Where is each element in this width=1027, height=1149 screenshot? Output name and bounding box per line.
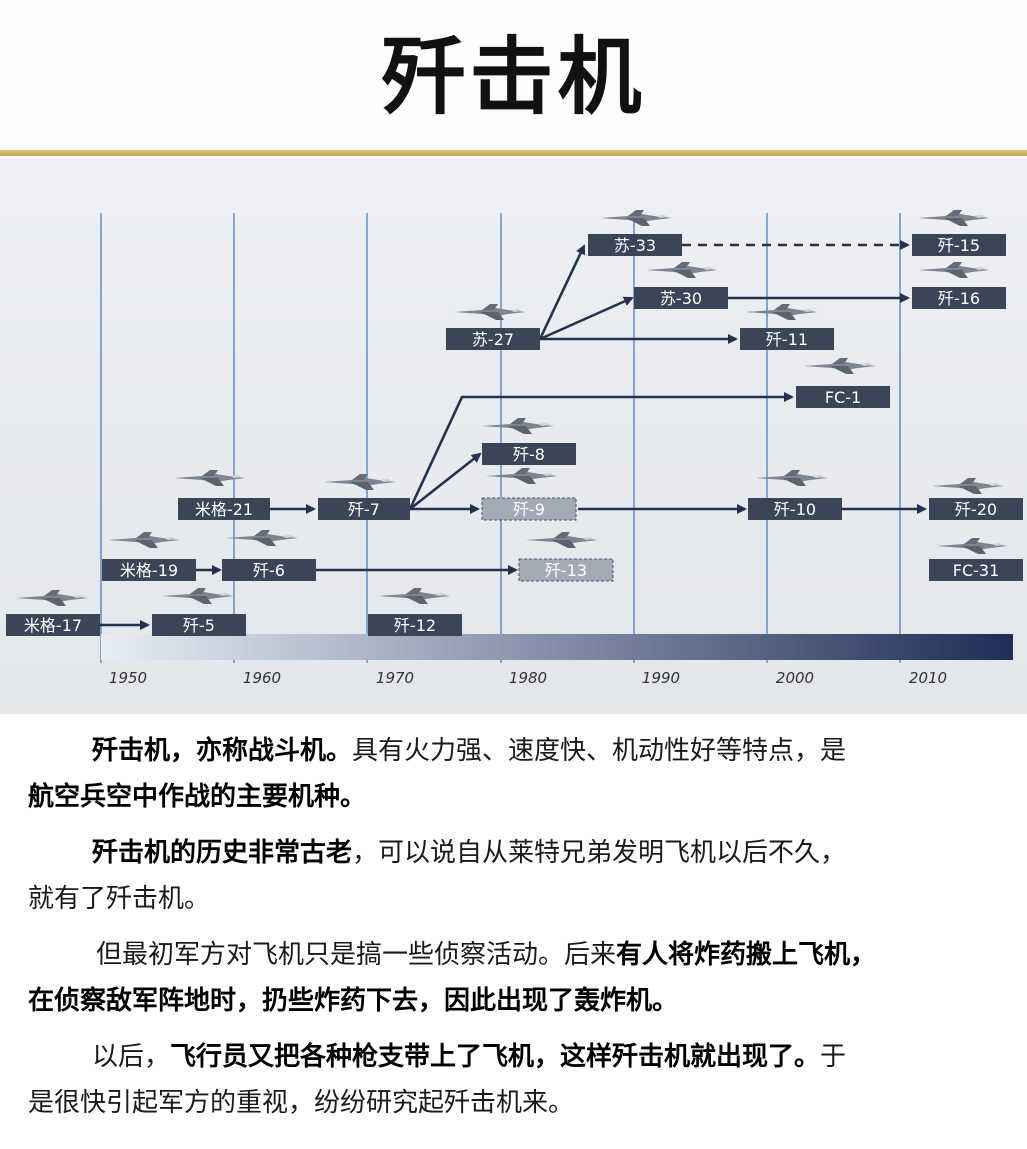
- arrow-su27-su30: [539, 296, 634, 341]
- timeline-diagram: 1950 1960 1970 1980 1990 2000 2010: [0, 158, 1027, 714]
- label-box-mig21: [178, 498, 270, 520]
- label-su27: 苏-27: [472, 330, 514, 349]
- j8-image: [482, 418, 554, 434]
- paragraph-3: 但最初军方对飞机只是搞一些侦察活动。后来有人将炸药搬上飞机， 在侦察敌军阵地时，…: [28, 932, 1000, 1024]
- label-j9: 歼-9: [513, 500, 545, 519]
- arrow-j7-fc1: [408, 392, 794, 510]
- time-bar: [101, 634, 1013, 660]
- label-box-j16: [912, 287, 1006, 309]
- label-box-j6: [222, 559, 316, 581]
- timeline-svg: 1950 1960 1970 1980 1990 2000 2010: [6, 210, 1023, 687]
- j13-image: [526, 532, 598, 548]
- label-box-j7: [318, 498, 410, 520]
- mig17-image: [16, 590, 88, 606]
- arrow-j7-j8: [409, 452, 482, 511]
- year-label-2010: 2010: [909, 669, 947, 687]
- year-label-1990: 1990: [642, 669, 680, 687]
- fc1-image: [804, 358, 876, 374]
- p3-bold-b: 在侦察敌军阵地时，扔些炸药下去，因此出现了轰炸机。: [28, 986, 679, 1016]
- label-j5: 歼-5: [183, 616, 215, 635]
- j9-image: [486, 468, 558, 484]
- year-label-1970: 1970: [376, 669, 414, 687]
- label-j6: 歼-6: [253, 561, 285, 580]
- j11-image: [746, 304, 818, 320]
- label-j7: 歼-7: [348, 500, 380, 519]
- p2-text-b: 就有了歼击机。: [28, 884, 211, 914]
- label-j13: 歼-13: [545, 561, 587, 580]
- su33-image: [600, 210, 672, 226]
- label-box-j13: [518, 558, 614, 582]
- paragraph-4: 以后，飞行员又把各种枪支带上了飞机，这样歼击机就出现了。于 是很快引起军方的重视…: [28, 1034, 1000, 1126]
- year-label-1980: 1980: [509, 669, 547, 687]
- j7-image: [324, 474, 396, 490]
- label-mig21: 米格-21: [195, 500, 253, 519]
- label-box-fc31: [929, 559, 1023, 581]
- mig19-image: [108, 532, 180, 548]
- p2-bold-a: 歼击机的历史非常古老: [92, 838, 353, 868]
- label-mig17: 米格-17: [24, 616, 82, 635]
- label-mig19: 米格-19: [120, 561, 178, 580]
- su30-image: [646, 262, 718, 278]
- label-j10: 歼-10: [774, 500, 816, 519]
- paragraph-1: 歼击机，亦称战斗机。具有火力强、速度快、机动性好等特点，是 航空兵空中作战的主要…: [28, 728, 1000, 820]
- j15-image: [918, 210, 990, 226]
- label-box-j5: [152, 614, 246, 636]
- label-j11: 歼-11: [766, 330, 808, 349]
- p2-text-a: ，可以说自从莱特兄弟发明飞机以后不久，: [352, 838, 847, 868]
- label-box-fc1: [796, 386, 890, 408]
- p1-text-a: 具有火力强、速度快、机动性好等特点，是: [352, 736, 847, 766]
- label-j12: 歼-12: [394, 616, 436, 635]
- label-box-mig19: [102, 559, 196, 581]
- p4-text-c: 是很快引起军方的重视，纷纷研究起歼击机来。: [28, 1088, 575, 1118]
- label-box-j8: [482, 443, 576, 465]
- label-j16: 歼-16: [938, 289, 980, 308]
- j20-image: [932, 478, 1004, 494]
- label-su30: 苏-30: [660, 289, 702, 308]
- fc31-image: [936, 538, 1008, 554]
- mig21-image: [174, 470, 246, 486]
- label-box-su30: [634, 287, 728, 309]
- label-box-mig17: [6, 614, 100, 636]
- p1-bold-a: 歼击机，亦称战斗机。: [92, 736, 353, 766]
- label-box-su27: [446, 328, 540, 350]
- arrow-su27-su33: [538, 244, 586, 340]
- p3-text-a: 但最初军方对飞机只是搞一些侦察活动。后来: [96, 940, 617, 970]
- year-label-1960: 1960: [243, 669, 281, 687]
- p4-bold-a: 飞行员又把各种枪支带上了飞机，这样歼击机就出现了。: [170, 1042, 821, 1072]
- p4-text-a: 以后，: [92, 1042, 171, 1072]
- label-box-j10: [748, 498, 842, 520]
- year-label-2000: 2000: [776, 669, 814, 687]
- label-box-su33: [588, 234, 682, 256]
- j16-image: [918, 262, 990, 278]
- j12-image: [378, 588, 450, 604]
- label-fc31: FC-31: [953, 561, 1000, 580]
- label-box-j15: [912, 234, 1006, 256]
- header: 歼击机: [0, 0, 1027, 152]
- label-fc1: FC-1: [825, 388, 861, 407]
- label-box-j12: [368, 614, 462, 636]
- label-box-j11: [740, 328, 834, 350]
- j5-image: [162, 588, 234, 604]
- label-j20: 歼-20: [955, 500, 997, 519]
- su27-image: [454, 304, 526, 320]
- label-box-j20: [929, 498, 1023, 520]
- lineage-arrows: [100, 240, 927, 630]
- label-su33: 苏-33: [614, 236, 656, 255]
- p4-text-b: 于: [820, 1042, 847, 1072]
- label-j15: 歼-15: [938, 236, 980, 255]
- page-title: 歼击机: [381, 28, 646, 126]
- label-box-j9: [481, 497, 577, 521]
- year-label-1950: 1950: [109, 669, 147, 687]
- label-j8: 歼-8: [513, 445, 545, 464]
- p3-bold-a: 有人将炸药搬上飞机，: [616, 940, 877, 970]
- p1-bold-b: 航空兵空中作战的主要机种。: [28, 782, 367, 812]
- header-divider: [0, 150, 1027, 156]
- paragraph-2: 歼击机的历史非常古老，可以说自从莱特兄弟发明飞机以后不久， 就有了歼击机。: [28, 830, 1000, 922]
- j6-image: [226, 530, 298, 546]
